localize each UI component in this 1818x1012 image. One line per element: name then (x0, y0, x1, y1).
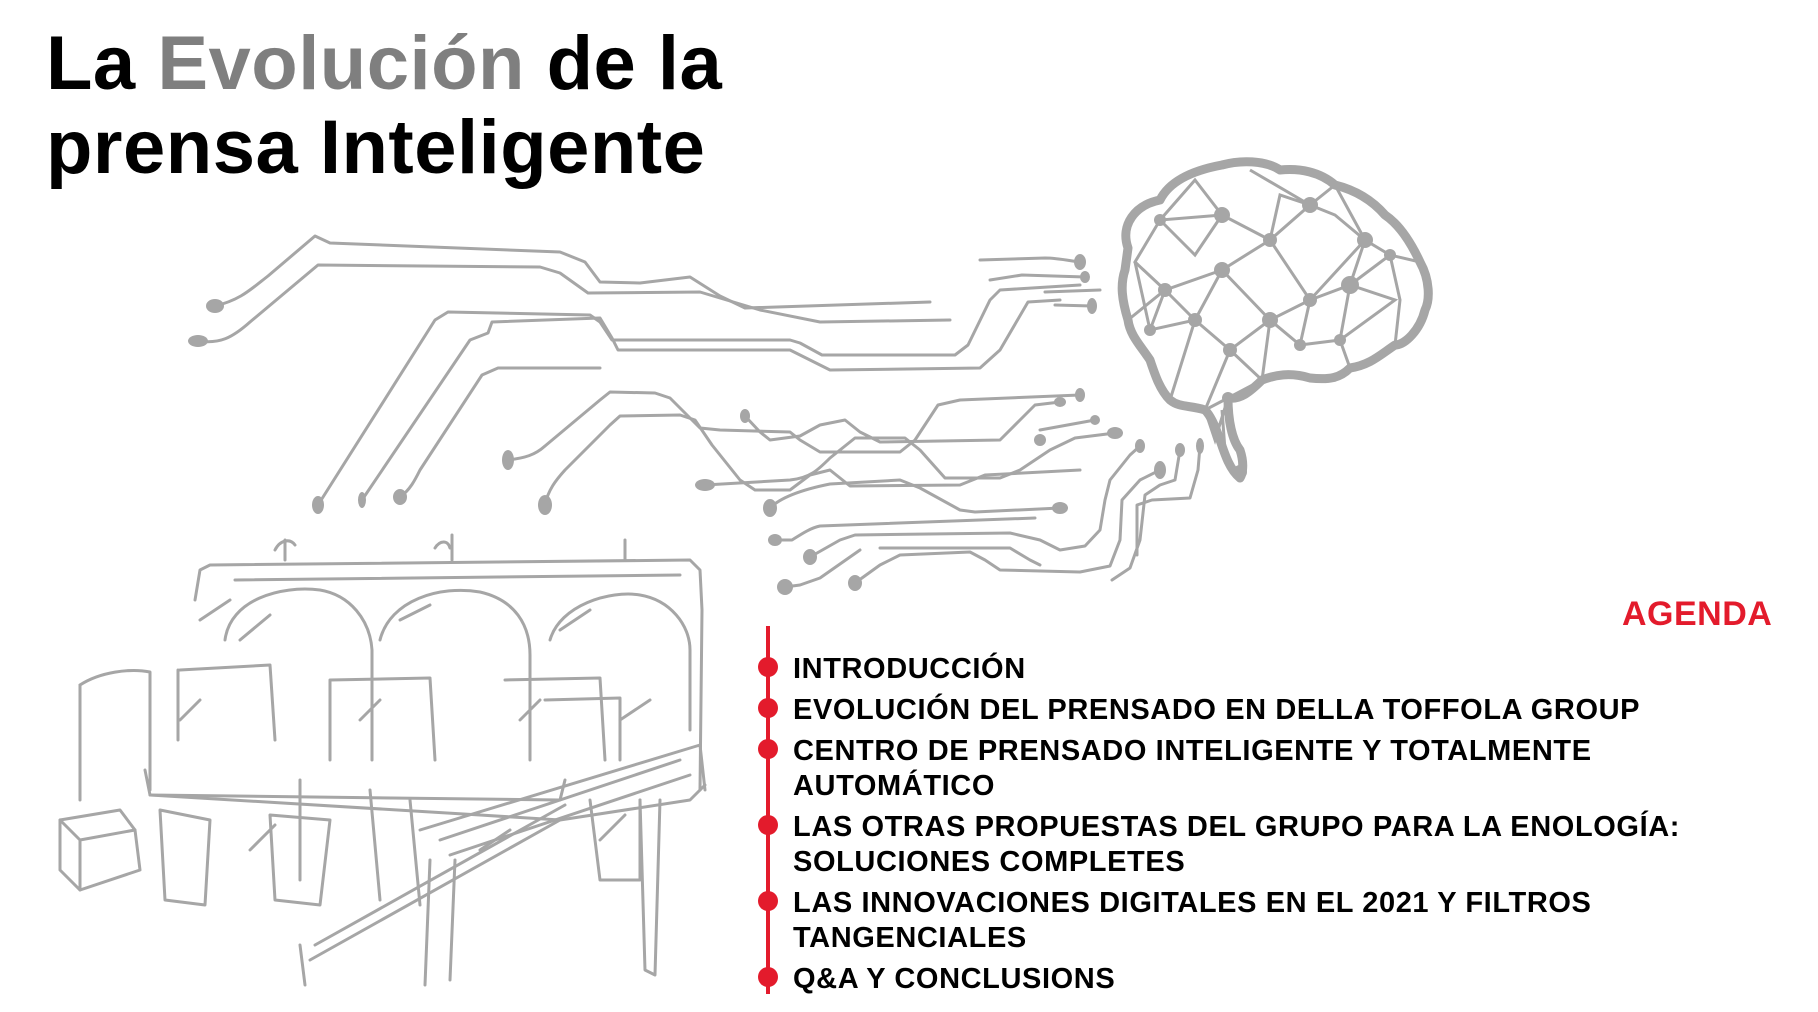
brain-network-icon (1117, 157, 1433, 483)
agenda-item-label: Q&A Y CONCLUSIONS (793, 963, 1116, 995)
agenda-item-label: LAS OTRAS PROPUESTAS DEL GRUPO PARA LA E… (793, 811, 1681, 878)
agenda-item-label: INTRODUCCIÓN (793, 653, 1026, 685)
title-line2: prensa Inteligente (46, 105, 706, 190)
wine-press-sketch-icon (58, 533, 707, 987)
bullet-dot-icon (758, 891, 778, 911)
slide-title: La Evolución de la prensa Inteligente (46, 22, 722, 190)
agenda-item-label: EVOLUCIÓN DEL PRENSADO EN DELLA TOFFOLA … (793, 694, 1641, 726)
bullet-dot-icon (758, 815, 778, 835)
agenda-item-label: CENTRO DE PRENSADO INTELIGENTE Y TOTALME… (793, 735, 1592, 802)
circuit-traces-icon (196, 234, 1202, 589)
title-accent-word: Evolución (157, 21, 525, 106)
title-line1-post: de la (524, 21, 723, 106)
bullet-dot-icon (758, 698, 778, 718)
bullet-dot-icon (758, 967, 778, 987)
agenda-item-label: LAS INNOVACIONES DIGITALES EN EL 2021 Y … (793, 887, 1592, 954)
agenda-timeline-line (766, 626, 770, 994)
trace-pads (188, 254, 1204, 595)
agenda-heading: AGENDA (1622, 595, 1773, 633)
title-line1-pre: La (46, 21, 158, 106)
bullet-dot-icon (758, 657, 778, 677)
bullet-dot-icon (758, 739, 778, 759)
